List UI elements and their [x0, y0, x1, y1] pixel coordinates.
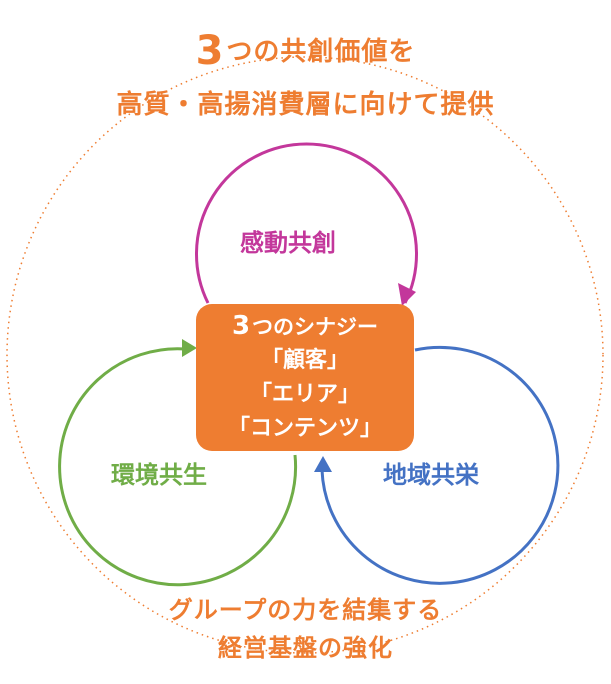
synergy-number: 3 — [231, 311, 251, 341]
cycle-top-loop — [195, 142, 418, 304]
cycle-right-loop — [320, 345, 560, 585]
synergy-item-area: 「エリア」 — [249, 382, 360, 407]
synergy-title: 3つのシナジー — [196, 309, 414, 344]
title-text: つの共創価値を — [226, 37, 416, 67]
cycle-left-loop — [58, 347, 298, 587]
footer-line-2: 経営基盤の強化 — [218, 634, 393, 662]
cycle-label-right: 地域共栄 — [383, 461, 479, 489]
synergy-box: 3つのシナジー 「顧客」 「エリア」 「コンテンツ」 — [196, 304, 414, 451]
synergy-title-text: つのシナジー — [252, 315, 379, 339]
cycle-top-arrowhead — [398, 283, 416, 306]
title-line-1: 3つの共創価値を — [0, 28, 611, 74]
outer-dotted-circle — [6, 56, 604, 654]
cycle-right-arrowhead — [314, 456, 332, 472]
cycle-left-arrowhead — [182, 339, 197, 357]
title-number: 3 — [195, 28, 225, 74]
footer-line-1: グループの力を結集する — [168, 596, 443, 624]
synergy-item-customer: 「顧客」 — [260, 348, 349, 373]
title-line-2: 高質・高揚消費層に向けて提供 — [116, 90, 495, 120]
cycle-label-left: 環境共生 — [111, 461, 207, 489]
cycle-label-top: 感動共創 — [240, 229, 336, 257]
synergy-item-content: 「コンテンツ」 — [227, 416, 382, 441]
